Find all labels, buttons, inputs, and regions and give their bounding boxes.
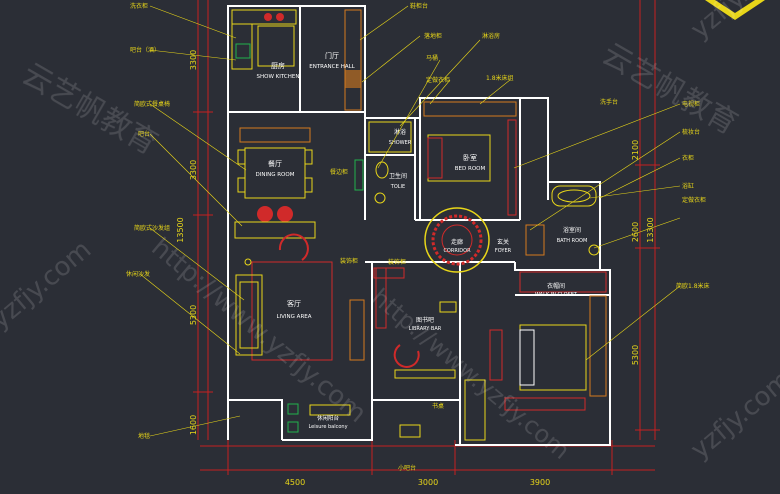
dim-right-1: 2100	[631, 140, 640, 160]
living-area: 客厅 LIVING AREA	[235, 233, 365, 361]
callout-bottom-2: 装饰柜	[340, 257, 358, 265]
callout-right-6: 洗手台	[600, 98, 618, 106]
logo-corner-icon	[705, 0, 765, 20]
leader-lines	[139, 5, 681, 437]
callout-right-4: 浴缸	[682, 182, 694, 190]
callout-top-1: 鞋柜台	[410, 2, 428, 10]
callout-bottom-1: 书桌	[432, 402, 444, 410]
dim-bottom-3: 3900	[530, 478, 550, 487]
callouts-bottom: 书桌 装饰柜 小吧台 装饰柜 餐边柜	[330, 168, 444, 472]
dim-right-3: 5300	[631, 345, 640, 365]
library-label: 图书吧	[416, 316, 434, 324]
toilet-label-en: TOLIE	[390, 184, 405, 190]
dim-right-2: 2600	[631, 222, 640, 242]
walls	[227, 5, 611, 446]
library-bar: 图书吧 LIBRARY BAR	[373, 267, 457, 379]
callout-top-4: 淋浴房	[482, 32, 500, 40]
callout-right-5: 定做衣柜	[682, 196, 706, 204]
walk-in-closet: 衣帽间 WALK IN CLOSET	[519, 271, 607, 397]
watermark-brand-1: 云艺帆教育	[16, 57, 163, 162]
dim-right-total: 13300	[646, 217, 655, 242]
callout-top-5: 定做衣柜	[426, 76, 450, 84]
dim-left-4: 1600	[189, 415, 198, 435]
foyer-label-en: FOYER	[495, 248, 512, 254]
library-label-en: LIBRARY BAR	[409, 326, 442, 332]
shower-label-en: SHOWER	[389, 140, 412, 146]
callouts-top: 鞋柜台 落地柜 马桶 淋浴房 定做衣柜 1.8米床组	[410, 2, 514, 84]
callout-left-1: 洗衣柜	[130, 2, 148, 10]
bath-label: 浴室间	[563, 226, 581, 234]
callout-right-2: 梳妆台	[682, 128, 700, 136]
entrance-label: 门厅	[325, 51, 339, 60]
dim-left-total: 13500	[176, 217, 185, 242]
kitchen: 厨房 SHOW KITCHEN	[231, 9, 300, 80]
watermarks: 云艺帆教育 云艺帆教育 http://www.yzfjy.com http://…	[0, 0, 780, 465]
shower-label: 淋浴	[394, 128, 406, 136]
dimension-lines	[193, 0, 660, 475]
callout-top-3: 马桶	[426, 54, 438, 62]
callout-right-3: 衣柜	[682, 154, 694, 162]
dimension-labels: 3300 3300 13500 5300 1600 2100 2600 1330…	[176, 50, 655, 487]
bedroom-label-en: BED ROOM	[455, 166, 486, 172]
callout-bottom-4: 装饰柜	[388, 258, 406, 266]
dim-bottom-1: 4500	[285, 478, 305, 487]
closet-label: 衣帽间	[547, 282, 565, 290]
watermark-url-2: http://www.yzfjy.com	[366, 283, 575, 465]
watermark-short-2: yzfjy.com	[685, 0, 780, 45]
living-label-en: LIVING AREA	[276, 314, 311, 320]
callout-left-3: 简欧式餐桌椅	[134, 100, 170, 108]
callouts-right: 电视柜 梳妆台 衣柜 浴缸 定做衣柜 洗手台 简欧1.8米床	[600, 98, 710, 290]
foyer-label: 玄关	[497, 238, 509, 246]
balcony: 休闲阳台 Leisure balcony	[287, 403, 421, 438]
kitchen-label: 厨房	[271, 61, 285, 70]
callout-left-5: 简欧式沙发组	[134, 224, 170, 232]
closet-label-en: WALK IN CLOSET	[535, 292, 578, 298]
living-label: 客厅	[287, 299, 301, 308]
dim-left-1: 3300	[189, 50, 198, 70]
corridor-label-en: CORRIDOR	[443, 248, 471, 254]
callout-left-6: 休闲沙发	[126, 270, 150, 278]
callouts-left: 洗衣柜 吧台（酒） 简欧式餐桌椅 吧台 简欧式沙发组 休闲沙发 地毯	[126, 2, 170, 440]
shower-toilet: 淋浴 SHOWER 卫生间 TOLIE	[354, 121, 412, 204]
dining-label-en: DINING ROOM	[256, 172, 295, 178]
dining-label: 餐厅	[268, 159, 282, 168]
callout-right-7: 简欧1.8米床	[676, 282, 710, 290]
callout-right-1: 电视柜	[682, 100, 700, 108]
watermark-brand-2: 云艺帆教育	[596, 37, 743, 142]
bath-label-en: BATH ROOM	[557, 238, 588, 244]
dim-left-2: 3300	[189, 160, 198, 180]
callout-left-4: 吧台	[138, 130, 150, 138]
bedroom-label: 卧室	[463, 153, 477, 162]
callout-bottom-3: 小吧台	[398, 464, 416, 472]
dim-bottom-2: 3000	[418, 478, 438, 487]
entrance-label-en: ENTRANCE HALL	[309, 64, 355, 70]
balcony-label-en: Leisure balcony	[308, 424, 347, 430]
balcony-label: 休闲阳台	[317, 414, 340, 422]
toilet-label: 卫生间	[389, 172, 407, 180]
callout-top-2: 落地柜	[424, 32, 442, 40]
bedroom-two	[464, 324, 587, 441]
corridor-label: 走廊	[451, 238, 463, 246]
dim-left-3: 5300	[189, 305, 198, 325]
watermark-short-1: yzfjy.com	[0, 235, 97, 336]
entrance-hall: 门厅 ENTRANCE HALL	[309, 9, 362, 111]
dining-room: 餐厅 DINING ROOM	[234, 127, 316, 239]
bath-room: 浴室间 BATH ROOM	[525, 185, 600, 256]
callout-top-6: 1.8米床组	[486, 74, 514, 82]
callout-left-2: 吧台（酒）	[130, 46, 160, 54]
watermark-short-3: yzfjy.com	[685, 365, 780, 466]
kitchen-label-en: SHOW KITCHEN	[257, 74, 300, 80]
callout-bottom-5: 餐边柜	[330, 168, 348, 176]
bedroom: 卧室 BED ROOM	[423, 101, 517, 216]
corridor-rotunda: 走廊 CORRIDOR 玄关 FOYER	[424, 207, 512, 273]
callout-left-7: 地毯	[138, 432, 150, 440]
